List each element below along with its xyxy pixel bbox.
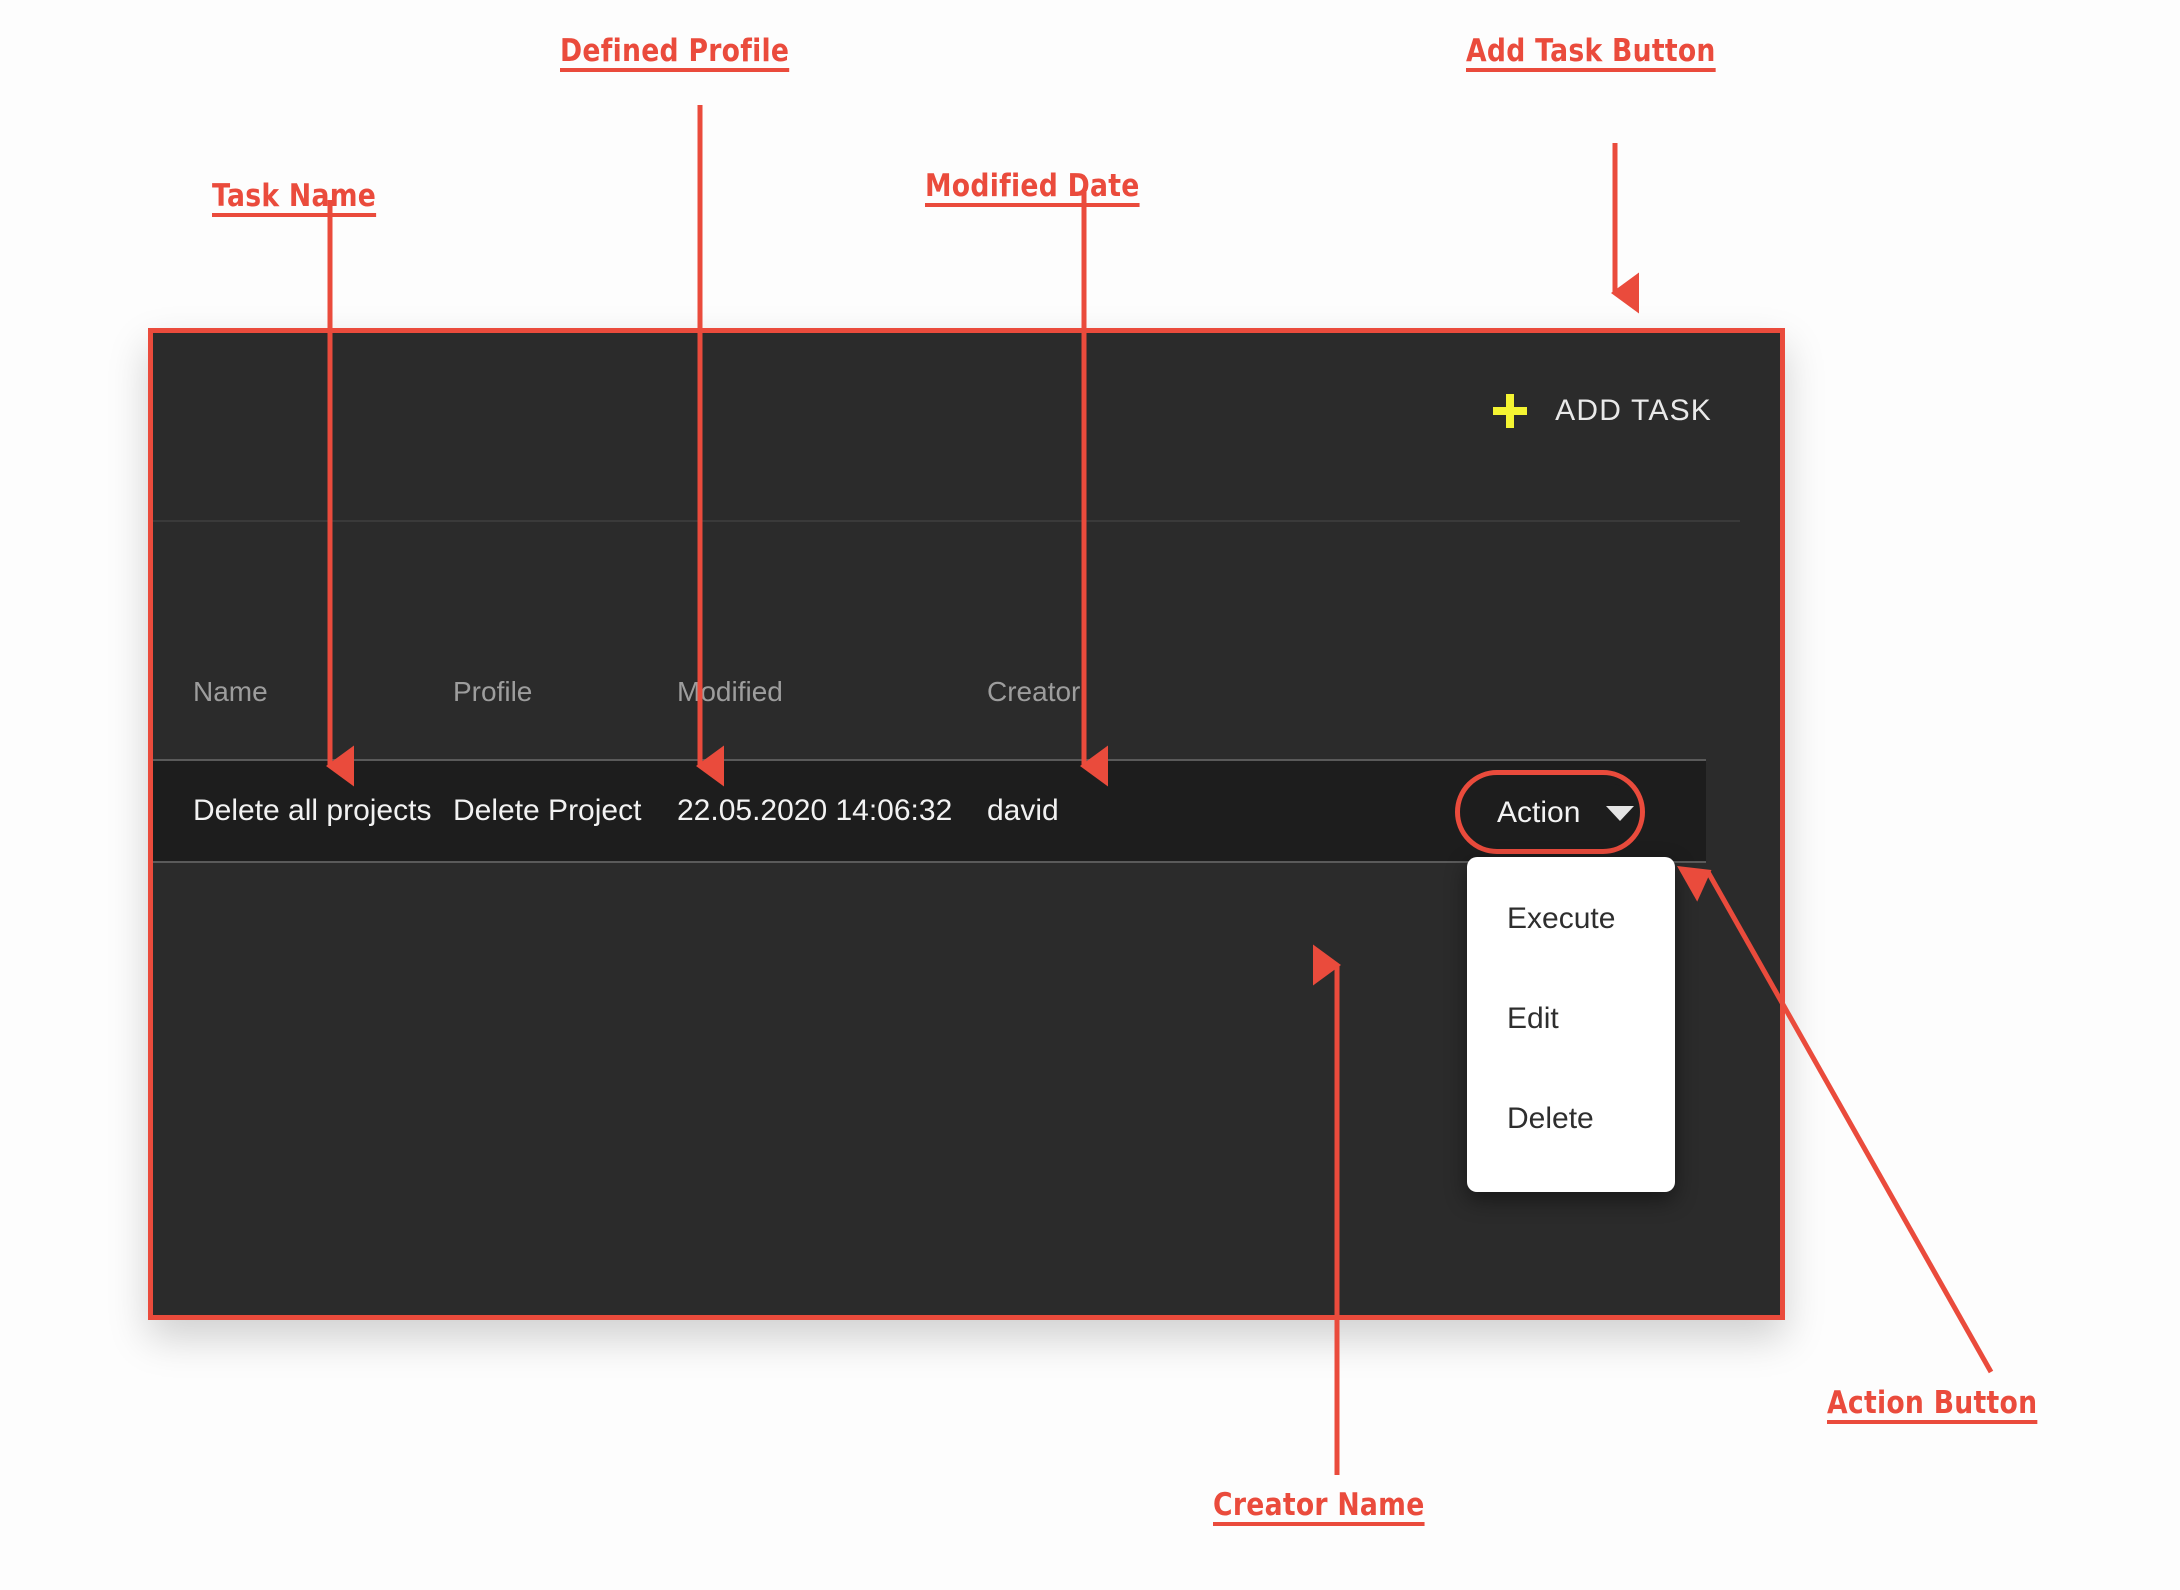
annotation-label-defined-profile: Defined Profile bbox=[560, 33, 790, 69]
annotation-label-creator-name: Creator Name bbox=[1213, 1487, 1425, 1523]
toolbar-divider bbox=[153, 520, 1740, 522]
menu-item-execute[interactable]: Execute bbox=[1507, 902, 1616, 935]
column-header-name: Name bbox=[193, 676, 268, 707]
column-header-profile: Profile bbox=[453, 676, 533, 707]
chevron-down-icon bbox=[1606, 805, 1635, 821]
table-row[interactable]: Delete all projects Delete Project 22.05… bbox=[153, 759, 1706, 863]
task-list-panel: ADD TASK Name Profile Modified Creator D… bbox=[148, 328, 1785, 1320]
plus-icon bbox=[1493, 394, 1528, 428]
table-header-row: Name Profile Modified Creator bbox=[153, 664, 1780, 720]
annotation-label-add-task-button: Add Task Button bbox=[1466, 33, 1716, 69]
cell-task-creator: david bbox=[987, 794, 1059, 827]
action-dropdown-menu[interactable]: Execute Edit Delete bbox=[1467, 857, 1675, 1192]
cell-task-profile: Delete Project bbox=[453, 794, 642, 827]
panel-toolbar: ADD TASK bbox=[153, 333, 1780, 520]
column-header-creator: Creator bbox=[987, 676, 1081, 707]
action-button-label: Action bbox=[1497, 796, 1581, 829]
annotation-label-task-name: Task Name bbox=[212, 178, 377, 214]
add-task-label: ADD TASK bbox=[1555, 394, 1712, 427]
cell-task-name: Delete all projects bbox=[193, 794, 432, 827]
task-table: Name Profile Modified Creator Delete all… bbox=[153, 522, 1780, 1315]
action-button[interactable]: Action bbox=[1471, 784, 1635, 842]
add-task-button[interactable]: ADD TASK bbox=[1489, 388, 1716, 434]
column-header-modified: Modified bbox=[677, 676, 783, 707]
action-button-wrapper: Action bbox=[1455, 770, 1645, 854]
annotation-label-modified-date: Modified Date bbox=[925, 168, 1140, 204]
menu-item-edit[interactable]: Edit bbox=[1507, 1002, 1559, 1035]
cell-task-modified: 22.05.2020 14:06:32 bbox=[677, 794, 953, 827]
menu-item-delete[interactable]: Delete bbox=[1507, 1102, 1594, 1135]
annotation-label-action-button: Action Button bbox=[1827, 1385, 2038, 1421]
